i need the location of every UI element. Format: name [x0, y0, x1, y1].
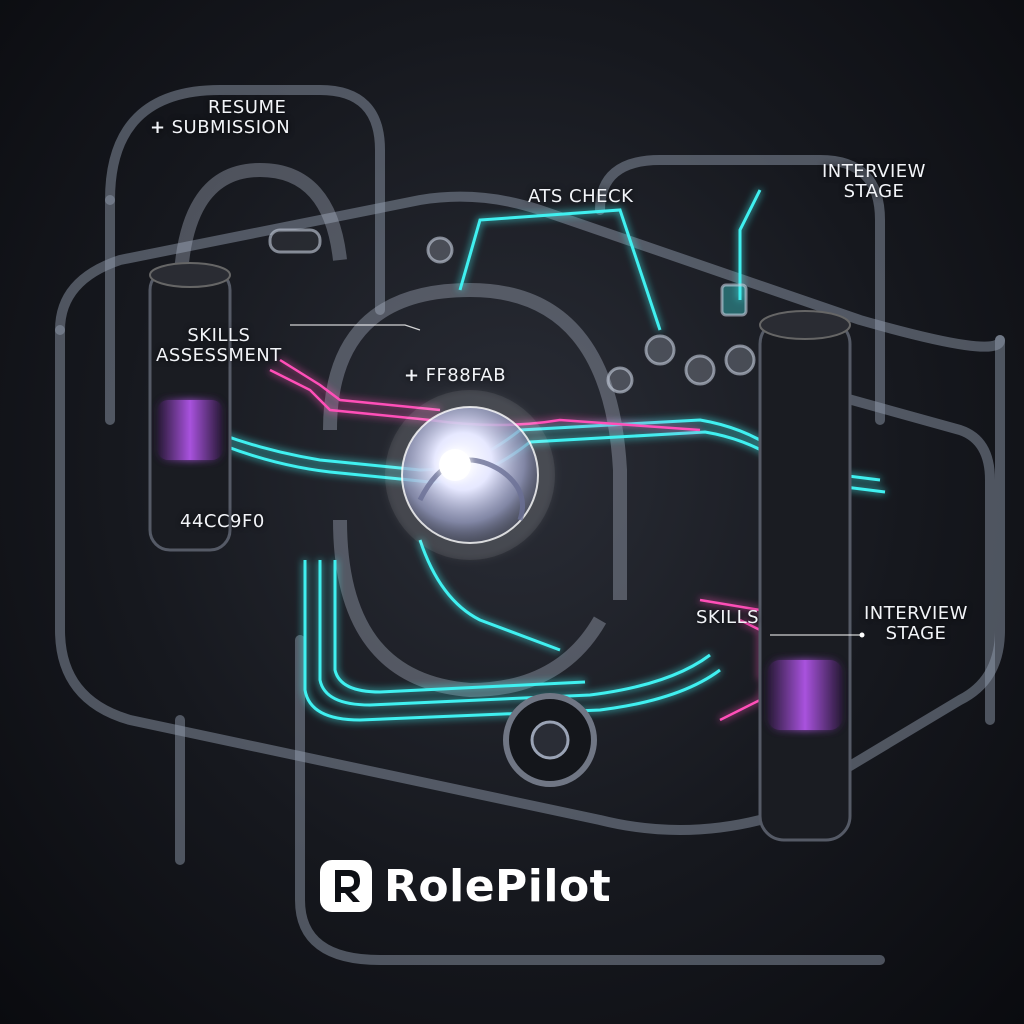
brand-logo: RolePilot: [318, 858, 611, 914]
label-interview-stage-top: INTERVIEW STAGE: [822, 161, 926, 202]
label-skills-assessment: SKILLS ASSESSMENT: [156, 325, 282, 366]
label-interview-stage-bottom: INTERVIEW STAGE: [864, 603, 968, 644]
leader-lines: [290, 324, 862, 636]
left-pillar: [148, 262, 232, 552]
label-hex-cyan: 44CC9F0: [180, 511, 265, 532]
glass-valves: [268, 228, 756, 394]
valve-wheel: [503, 693, 597, 787]
label-resume-submission: RESUME +SUBMISSION: [150, 97, 291, 138]
brand-name: RolePilot: [384, 860, 612, 912]
label-skills: SKILLS: [696, 607, 760, 628]
label-hex-pink: +FF88FAB: [404, 365, 507, 386]
right-pillar: [758, 310, 852, 842]
leader-dot: [859, 632, 865, 638]
glass-frame: [55, 85, 1005, 965]
central-orb: [385, 390, 555, 560]
label-ats-check: ATS CHECK: [528, 186, 634, 207]
rolepilot-r-logo-icon: [320, 860, 372, 912]
